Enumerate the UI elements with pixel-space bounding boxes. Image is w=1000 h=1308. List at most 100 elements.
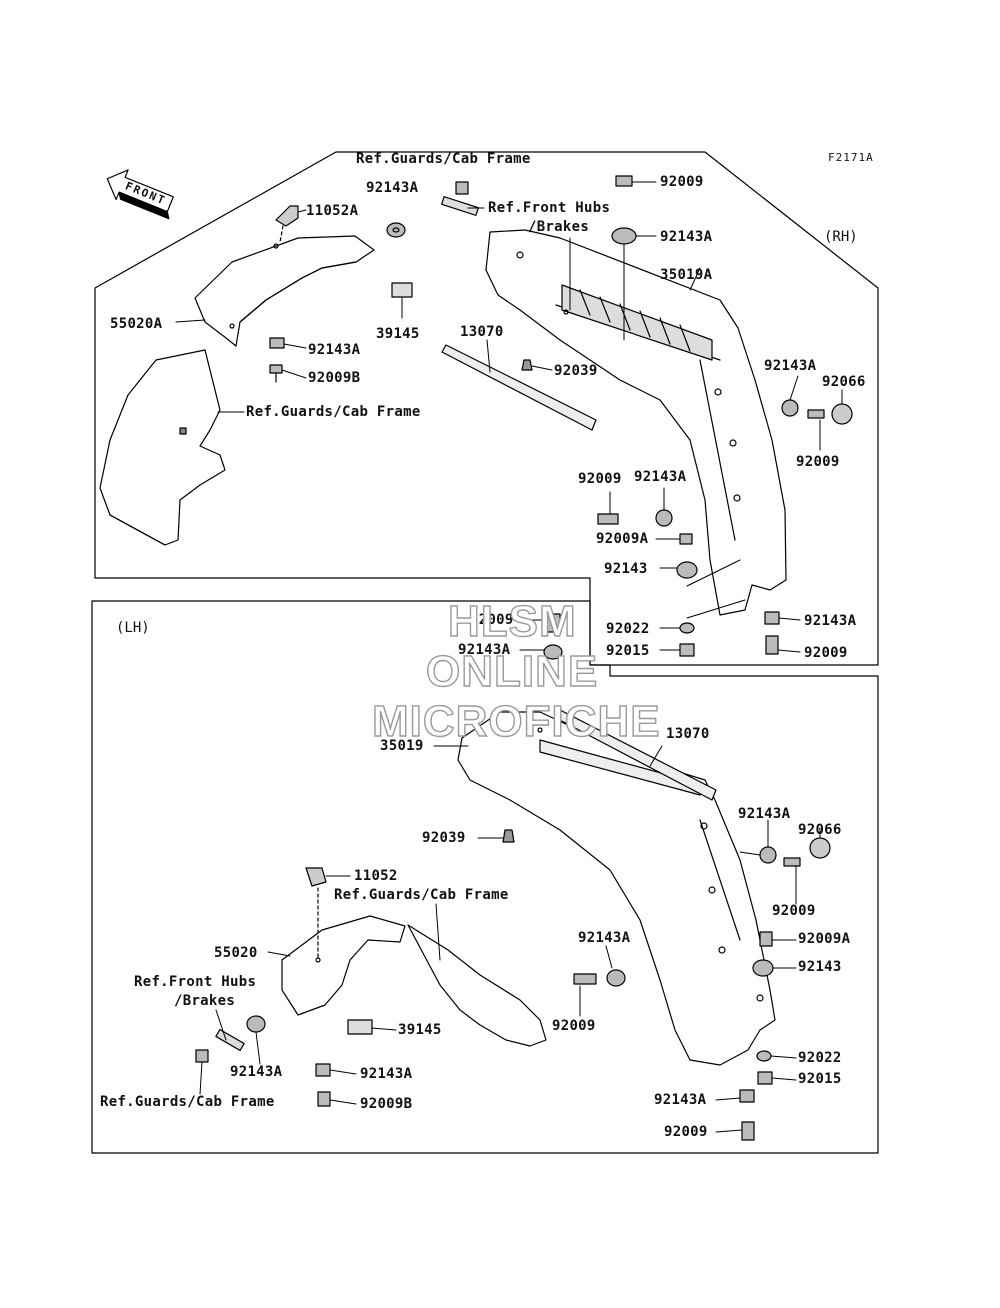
- rh-grommet-92143A-l: [655, 509, 673, 527]
- rh-brakes: /Brakes: [528, 219, 590, 235]
- rh-part-92009A: 92009A: [596, 531, 649, 547]
- rh-grommet-92143A-r: [781, 399, 799, 417]
- lh-part-92015: 92015: [798, 1071, 842, 1087]
- rh-washer-92022: [679, 622, 695, 634]
- lh-part-92009B: 92009B: [360, 1096, 413, 1112]
- lh-bolt-92009B: [317, 1091, 331, 1107]
- lh-strip-13070: [555, 709, 717, 801]
- lh-part-35019: 35019: [380, 738, 424, 754]
- rh-bolt-92009-top: [615, 175, 633, 187]
- rh-part-92143A-mid: 92143A: [308, 342, 361, 358]
- rh-strip-13070: [441, 344, 597, 431]
- rh-bolt-92009B: [269, 364, 283, 383]
- lh-bolt-92009-b: [741, 1121, 755, 1141]
- lh-part-55020: 55020: [214, 945, 258, 961]
- watermark-line1: HLSM: [447, 597, 577, 646]
- rh-clip-39145: [391, 282, 413, 298]
- lh-ref-guards-mid: Ref.Guards/Cab Frame: [334, 887, 509, 903]
- rh-nut-92143A-b: [764, 611, 780, 625]
- rh-bolt-92009-r: [807, 409, 825, 419]
- rh-side-label: (RH): [824, 229, 858, 245]
- rh-bolt-92009-b: [765, 635, 779, 655]
- rh-part-92009-top: 92009: [660, 174, 704, 190]
- rh-nut-92015: [679, 643, 695, 657]
- rh-part-92143A-b: 92143A: [804, 613, 857, 629]
- lh-guard-55020: [281, 915, 406, 1016]
- rh-grommet-92143A-grom: [611, 227, 637, 245]
- rh-cap-92066: [831, 403, 853, 425]
- lh-nut-92015: [757, 1071, 773, 1085]
- rh-part-92143A-grom: 92143A: [660, 229, 713, 245]
- rh-ref-front-hubs: Ref.Front Hubs: [488, 200, 611, 216]
- lh-ref-front-hubs: Ref.Front Hubs: [134, 974, 257, 990]
- lh-part-92009-l: 92009: [552, 1018, 596, 1034]
- lh-part-92066: 92066: [798, 822, 842, 838]
- rh-ref-guards-top: Ref.Guards/Cab Frame: [356, 151, 531, 167]
- front-arrow-icon: [106, 169, 174, 220]
- rh-part-92066: 92066: [822, 374, 866, 390]
- lh-part-92143A-l: 92143A: [578, 930, 631, 946]
- figure-code: F2171A: [828, 151, 874, 164]
- lh-bolt-92009A: [759, 931, 773, 947]
- lh-grommet-92143A-r: [759, 846, 777, 864]
- rh-fender-35019A: [485, 229, 787, 616]
- lh-part-92009-r: 92009: [772, 903, 816, 919]
- lh-panel-border: [91, 600, 879, 1154]
- lh-part-92143A-b: 92143A: [654, 1092, 707, 1108]
- rh-part-92143A-top: 92143A: [366, 180, 419, 196]
- rh-part-92009-b: 92009: [804, 645, 848, 661]
- lh-clip-39145: [347, 1019, 373, 1035]
- rh-part-55020A: 55020A: [110, 316, 163, 332]
- lh-grommet-92143A-grom: [246, 1015, 266, 1033]
- lh-leaders: [199, 619, 821, 1133]
- lh-grommet-92143A-l: [606, 969, 626, 987]
- rh-nut-92143A: [269, 337, 285, 349]
- lh-part-92143A-mid: 92143A: [360, 1066, 413, 1082]
- lh-part-92009-top: 92009: [470, 612, 514, 628]
- rh-part-13070: 13070: [460, 324, 504, 340]
- rh-part-92039: 92039: [554, 363, 598, 379]
- lh-part-92143A-r: 92143A: [738, 806, 791, 822]
- lh-clip-92039: [502, 829, 515, 843]
- rh-grommet-92143: [676, 561, 698, 579]
- lh-side-label: (LH): [116, 620, 150, 636]
- rh-part-35019A: 35019A: [660, 267, 713, 283]
- rh-panel-border: [94, 151, 879, 666]
- lh-part-11052: 11052: [354, 868, 398, 884]
- watermark-line3: MICROFICHE: [371, 697, 661, 746]
- rh-part-92143: 92143: [604, 561, 648, 577]
- lh-part-92009-b: 92009: [664, 1124, 708, 1140]
- rh-guard-55020A: [194, 235, 375, 347]
- lh-grommet-92143: [752, 959, 774, 977]
- rh-shield: [99, 349, 226, 546]
- lh-bolt-92009-l: [573, 973, 597, 985]
- lh-part-92143: 92143: [798, 959, 842, 975]
- lh-part-92039: 92039: [422, 830, 466, 846]
- rh-part-92015: 92015: [606, 643, 650, 659]
- lh-nut-92143A-b: [739, 1089, 755, 1103]
- rh-part-92143A-r: 92143A: [764, 358, 817, 374]
- lh-part-92009A: 92009A: [798, 931, 851, 947]
- rh-clip-92039: [521, 359, 533, 371]
- lh-grommet-92143A-top: [543, 644, 563, 660]
- rh-part-92009-r: 92009: [796, 454, 840, 470]
- rh-ref-guards-shield: Ref.Guards/Cab Frame: [246, 404, 421, 420]
- rh-part-39145: 39145: [376, 326, 420, 342]
- lh-cap-92066: [809, 837, 831, 859]
- lh-part-92143A-grom: 92143A: [230, 1064, 283, 1080]
- rh-ref-bolt: [455, 181, 469, 195]
- lh-nut-92143A-mid: [315, 1063, 331, 1077]
- lh-washer-92022: [756, 1050, 772, 1062]
- lh-part-39145: 39145: [398, 1022, 442, 1038]
- watermark-line2: ONLINE: [425, 647, 599, 696]
- lh-bracket-11052: [305, 867, 327, 959]
- rh-leaders: [175, 181, 843, 653]
- lh-bolt-92009-r: [783, 857, 801, 867]
- lh-shield: [407, 924, 547, 1047]
- lh-ref-guards-bot: Ref.Guards/Cab Frame: [100, 1094, 275, 1110]
- rh-part-92009-l: 92009: [578, 471, 622, 487]
- lh-brakes: /Brakes: [174, 993, 236, 1009]
- rh-part-11052A: 11052A: [306, 203, 359, 219]
- rh-bolt-92009-l: [597, 513, 619, 525]
- rh-grommet-92143A-top: [386, 222, 406, 238]
